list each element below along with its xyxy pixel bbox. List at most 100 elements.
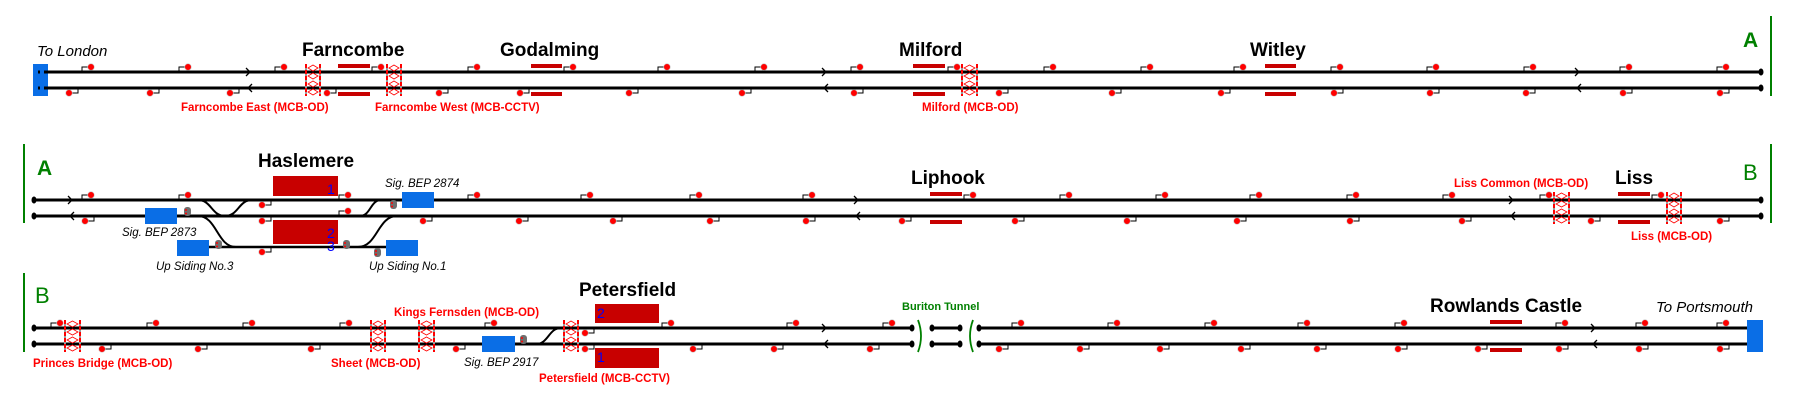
signal-box-kings-fernsden: Kings Fernsden (MCB-OD) (394, 307, 539, 319)
tunnel-portal-icon (969, 319, 974, 353)
signal-icon (953, 63, 961, 71)
buffer-stop (1758, 84, 1764, 92)
signal-icon (1352, 191, 1360, 199)
signal-icon (98, 345, 106, 353)
direction-arrow-left-icon (1592, 339, 1598, 349)
signal-icon (194, 345, 202, 353)
signal-icon (856, 63, 864, 71)
signal-icon (473, 191, 481, 199)
direction-arrow-right-icon (1590, 323, 1596, 333)
signal-icon (490, 319, 498, 327)
platform (1618, 220, 1650, 224)
buffer-stop (976, 340, 982, 348)
shunt-signal-lamp (216, 242, 218, 244)
platform-number-haslemere-2: 2 (327, 225, 335, 241)
direction-arrow-left-icon (855, 211, 861, 221)
crossover (197, 215, 237, 248)
shunt-signal-icon (374, 248, 381, 257)
shunt-signal-icon (184, 207, 191, 216)
signal-icon (1161, 191, 1169, 199)
signal-box-petersfield: Petersfield (MCB-CCTV) (539, 373, 670, 385)
direction-arrow-left-icon (823, 339, 829, 349)
signal-icon (1017, 319, 1025, 327)
buffer-stop (1758, 196, 1764, 204)
signal-icon (1011, 217, 1019, 225)
direction-arrow-right-icon (853, 195, 859, 205)
level-crossing-icon (565, 320, 577, 352)
shunt-signal-lamp (185, 209, 187, 211)
station-liss: Liss (1615, 168, 1653, 189)
signal-icon (452, 345, 460, 353)
shunt-signal-lamp (185, 212, 187, 215)
signal-icon (1722, 63, 1730, 71)
signal-icon (1123, 217, 1131, 225)
tunnel-label: Buriton Tunnel (902, 301, 979, 313)
signal-icon (586, 191, 594, 199)
signal-icon (1210, 319, 1218, 327)
platform-haslemere-1 (273, 176, 338, 196)
signal-box-princes-bridge: Princes Bridge (MCB-OD) (33, 358, 172, 370)
signal-icon (581, 345, 589, 353)
track-layout (23, 16, 1772, 368)
signal-icon (581, 329, 589, 337)
level-crossing-icon (963, 64, 976, 96)
platform (1618, 192, 1650, 196)
buffer-stop (31, 196, 37, 204)
signal-icon (515, 217, 523, 225)
station-godalming: Godalming (500, 40, 599, 61)
crossover (359, 199, 382, 217)
signal-icon (1545, 191, 1553, 199)
signal-icon (280, 63, 288, 71)
signal-icon (344, 191, 352, 199)
platform (338, 92, 370, 96)
platform-number-haslemere-1: 1 (327, 181, 335, 197)
signal-block-bep-2874 (402, 192, 434, 208)
shunt-signal-lamp (344, 242, 346, 244)
buffer-stop (957, 340, 963, 348)
buffer-stop (909, 324, 915, 332)
signal-icon (1529, 63, 1537, 71)
crossover (224, 199, 253, 217)
crossover (357, 215, 398, 248)
signal-icon (345, 319, 353, 327)
buffer-stop (929, 324, 935, 332)
signal-box-farncombe-west: Farncombe West (MCB-CCTV) (375, 102, 540, 114)
tunnel-portal-icon (917, 319, 922, 353)
continuation-marker-a-start: A (37, 157, 52, 180)
signal-icon (146, 89, 154, 97)
siding-label-up-3: Up Siding No.3 (156, 261, 234, 273)
buffer-stop (31, 324, 37, 332)
shunt-signal-lamp (375, 253, 377, 256)
direction-arrow-right-icon (821, 323, 827, 333)
signal-icon (1076, 345, 1084, 353)
platform (338, 64, 370, 68)
destination-portsmouth: To Portsmouth (1656, 299, 1753, 316)
signal-icon (808, 191, 816, 199)
signal-icon (87, 191, 95, 199)
signal-icon (1237, 345, 1245, 353)
signal-icon (1657, 191, 1665, 199)
signal-icon (1625, 63, 1633, 71)
station-witley: Witley (1250, 40, 1306, 61)
signal-icon (888, 319, 896, 327)
direction-arrow-left-icon (247, 83, 253, 93)
platform (531, 64, 562, 68)
level-crossing-icon (1555, 192, 1568, 224)
signal-icon (1330, 89, 1338, 97)
shunt-signal-lamp (521, 340, 523, 343)
shunt-signal-icon (390, 200, 397, 209)
shunt-signal-lamp (375, 250, 377, 252)
signal-icon (1641, 319, 1649, 327)
shunt-signal-icon (520, 335, 527, 344)
signal-icon (1394, 345, 1402, 353)
signal-label-bep-2874: Sig. BEP 2874 (385, 178, 459, 190)
shunt-signal-lamp (344, 245, 346, 248)
level-crossing-icon (307, 64, 319, 96)
line-limit-block-portsmouth (1747, 320, 1763, 352)
station-milford: Milford (899, 40, 962, 61)
signal-icon (706, 217, 714, 225)
shunt-signal-lamp (391, 202, 393, 204)
station-farncombe: Farncombe (302, 40, 404, 61)
continuation-marker-a-end: A (1743, 29, 1758, 52)
